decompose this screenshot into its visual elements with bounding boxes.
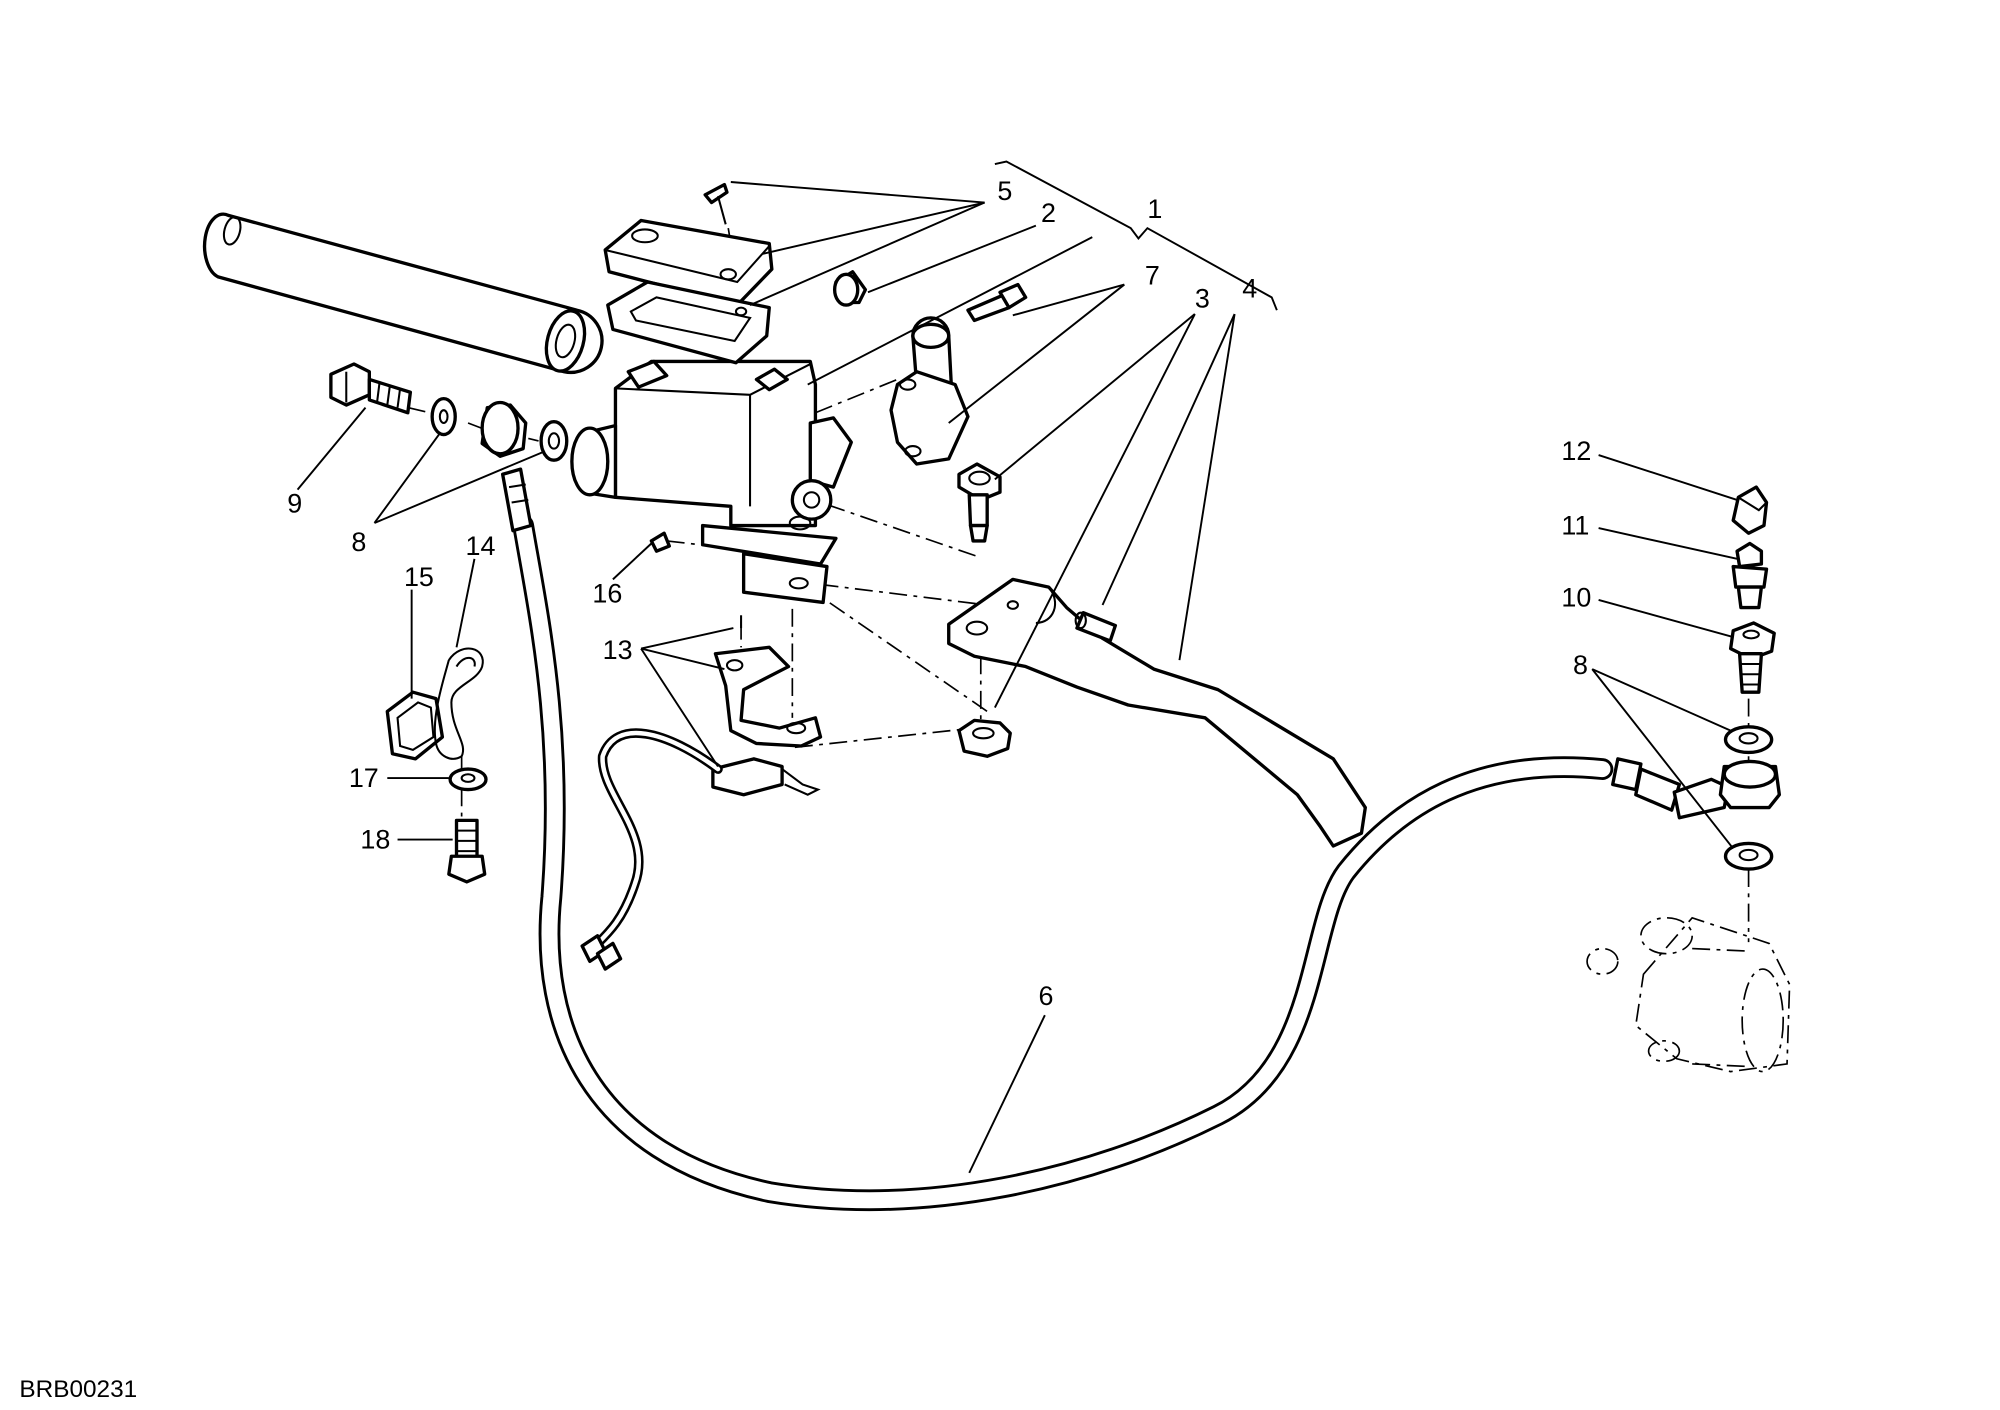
label-7: 7 xyxy=(1145,261,1160,291)
label-1: 1 xyxy=(1147,194,1162,224)
master-cylinder xyxy=(570,359,853,605)
pivot-bolt xyxy=(957,462,1002,543)
lever-nut xyxy=(957,718,1012,758)
handlebar-clamp xyxy=(889,282,1028,466)
clutch-hose xyxy=(500,467,1730,1211)
label-9: 9 xyxy=(287,489,302,519)
label-3: 3 xyxy=(1195,284,1210,314)
banjo-parts-left xyxy=(329,362,569,462)
label-13: 13 xyxy=(603,635,633,665)
label-18: 18 xyxy=(360,825,390,855)
label-17: 17 xyxy=(349,763,379,793)
small-parts-left xyxy=(385,647,488,884)
label-2: 2 xyxy=(1041,198,1056,228)
bushing xyxy=(832,270,868,307)
clutch-lever xyxy=(947,577,1367,848)
assembly-bracket xyxy=(994,160,1278,311)
label-5: 5 xyxy=(997,176,1012,206)
label-11: 11 xyxy=(1561,511,1589,541)
slave-cylinder xyxy=(1586,916,1791,1073)
label-4: 4 xyxy=(1242,273,1257,303)
label-16: 16 xyxy=(592,578,622,608)
handlebar xyxy=(202,212,604,374)
leader-lines xyxy=(296,181,1738,1174)
label-6: 6 xyxy=(1038,981,1053,1011)
label-15: 15 xyxy=(404,562,434,592)
label-14: 14 xyxy=(465,531,495,561)
clutch-switch xyxy=(580,615,823,971)
label-12: 12 xyxy=(1561,436,1591,466)
reservoir-cap-parts xyxy=(603,182,774,365)
label-8-right: 8 xyxy=(1573,650,1588,680)
bleeder-parts-right xyxy=(1718,485,1782,871)
label-10: 10 xyxy=(1561,582,1591,612)
callout-labels: 1 2 3 4 5 6 7 8 8 9 10 11 12 13 14 15 16… xyxy=(19,176,1591,1403)
set-screw xyxy=(649,531,671,553)
label-8-left: 8 xyxy=(351,527,366,557)
drawing-code: BRB00231 xyxy=(19,1376,137,1403)
